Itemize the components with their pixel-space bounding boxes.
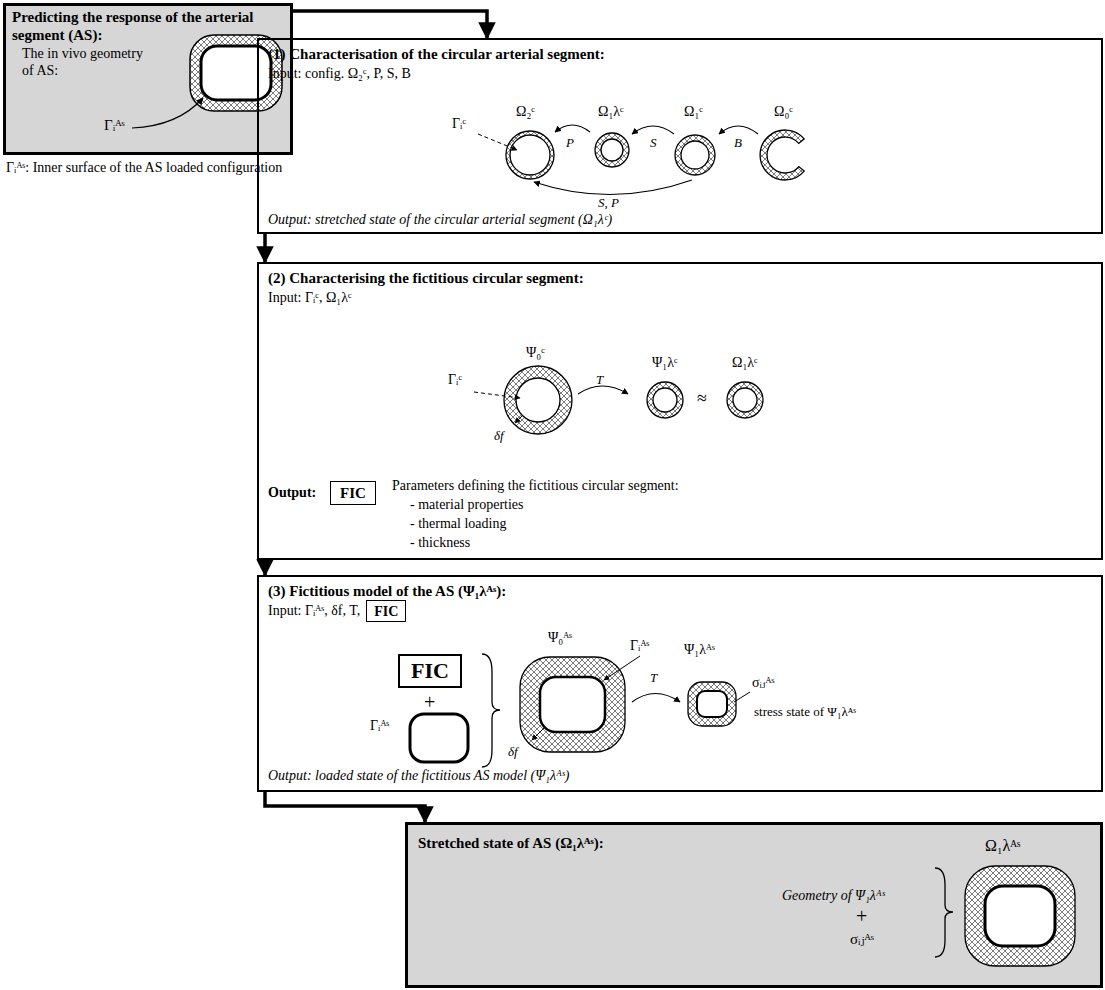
box-heading: Stretched state of AS (Ω₁λᴬˢ): [418, 834, 918, 852]
figure-label: T [596, 372, 603, 388]
flow-arrow [265, 792, 425, 822]
box-heading: FIC [340, 485, 366, 502]
box-text: - thickness [410, 535, 710, 552]
load-arrows [534, 125, 758, 195]
figure-label: δf [508, 744, 518, 760]
leader-arrow [478, 134, 517, 150]
box-text: Input: config. Ω₂ᶜ, P, S, B [268, 66, 688, 83]
figure-label: Ω₁λᶜ [598, 104, 624, 121]
figure-label: Γᵢᶜ [448, 372, 462, 389]
box-heading: (3) Fictitious model of the AS (Ψ₁λᴬˢ): [268, 582, 868, 600]
leader-line [734, 692, 750, 702]
bracket [935, 868, 953, 957]
box-text: Geometry of Ψ₁λᴬˢ [782, 888, 932, 905]
figure-label: Ω₀ᶜ [774, 104, 793, 121]
box-heading: Predicting the response of the arterial … [12, 8, 284, 44]
box-text: Ω₁λᴬˢ [985, 836, 1020, 855]
leader-arrow [132, 98, 203, 128]
flow-arrow [263, 560, 267, 575]
box-fill [405, 822, 1103, 988]
load-arrow [632, 694, 680, 703]
thickness-arrow [532, 728, 544, 740]
box-heading: FIC [374, 604, 398, 619]
figure-label: Γᵢᴬˢ [630, 638, 649, 655]
parameter-box: FIC [398, 654, 462, 688]
flow-arrow [263, 234, 267, 262]
figure-label: ≈ [697, 388, 707, 410]
process-box: (3) Fictitious model of the AS (Ψ₁λᴬˢ): I… [257, 575, 1103, 792]
box-text: - material properties [410, 497, 710, 514]
figure-label: + [424, 690, 435, 714]
figure-label: stress state of Ψ₁λᴬˢ [754, 704, 859, 720]
stretched-as [965, 866, 1075, 966]
box-text: σᵢⱼᴬˢ [850, 930, 874, 948]
figure-label: Ψ₀ᶜ [526, 345, 545, 362]
flow-arrow [293, 11, 487, 38]
process-box: Predicting the response of the arterial … [3, 3, 293, 155]
box-text: + [856, 904, 867, 928]
figure-label: σᵢⱼᴬˢ [752, 675, 774, 692]
box-text: Output: [268, 485, 316, 502]
fictitious-as-model [520, 657, 736, 752]
figure-label: Ψ₀ᴬˢ [548, 630, 572, 647]
figure-label: Γᵢᶜ [452, 116, 466, 133]
figure-label: δf [494, 428, 504, 444]
circular-segments [506, 130, 804, 180]
parameter-box: FIC [366, 600, 406, 622]
bracket [482, 654, 500, 767]
box-heading: FIC [411, 659, 449, 683]
figure-label: Ψ₁λᴬˢ [684, 642, 715, 659]
thickness-arrow [515, 416, 522, 423]
figure-label: Ψ₁λᶜ [652, 355, 678, 372]
box-text: Input: Γᵢᴬˢ, δf, T, [268, 603, 360, 620]
process-box: (2) Characterising the fictitious circul… [257, 262, 1103, 560]
fictitious-circular-segments [504, 366, 763, 434]
figure-label: Ω₂ᶜ [516, 104, 535, 121]
process-box: Stretched state of AS (Ω₁λᴬˢ): Geometry o… [405, 822, 1103, 988]
figure-label: B [734, 135, 742, 151]
leader-arrow [604, 656, 640, 680]
leader-arrow [474, 392, 520, 398]
box-text: Input: Γᵢᶜ, Ω₁λᶜ [268, 290, 688, 307]
figure-label: S, P [598, 195, 619, 211]
box-fill [3, 3, 293, 155]
box-text: Γᵢᴬˢ [104, 116, 125, 134]
figure-label: Ω₁λᶜ [732, 355, 758, 372]
figure-label: T [650, 670, 657, 686]
figure-label: Γᵢᴬˢ: Inner surface of the AS loaded con… [6, 160, 296, 177]
inner-surface-outline [410, 714, 468, 762]
box-text: - thermal loading [410, 516, 710, 533]
box-heading: (1) Characterisation of the circular art… [268, 45, 868, 63]
figure-label: Ω₁ᶜ [684, 104, 703, 121]
box-text: The in vivo geometry of AS: [22, 46, 152, 80]
box-heading: (2) Characterising the fictitious circul… [268, 269, 868, 287]
box-text: Output: stretched state of the circular … [268, 212, 988, 229]
process-box: (1) Characterisation of the circular art… [257, 38, 1103, 234]
box-text: Output: loaded state of the fictitious A… [268, 768, 988, 785]
figure-label: S [650, 135, 657, 151]
figure-label: Γᵢᴬˢ [370, 718, 389, 735]
figure-label: P [566, 135, 574, 151]
load-arrow [578, 386, 628, 394]
box-text: Parameters defining the fictitious circu… [392, 478, 812, 495]
parameter-box: FIC [330, 481, 376, 505]
